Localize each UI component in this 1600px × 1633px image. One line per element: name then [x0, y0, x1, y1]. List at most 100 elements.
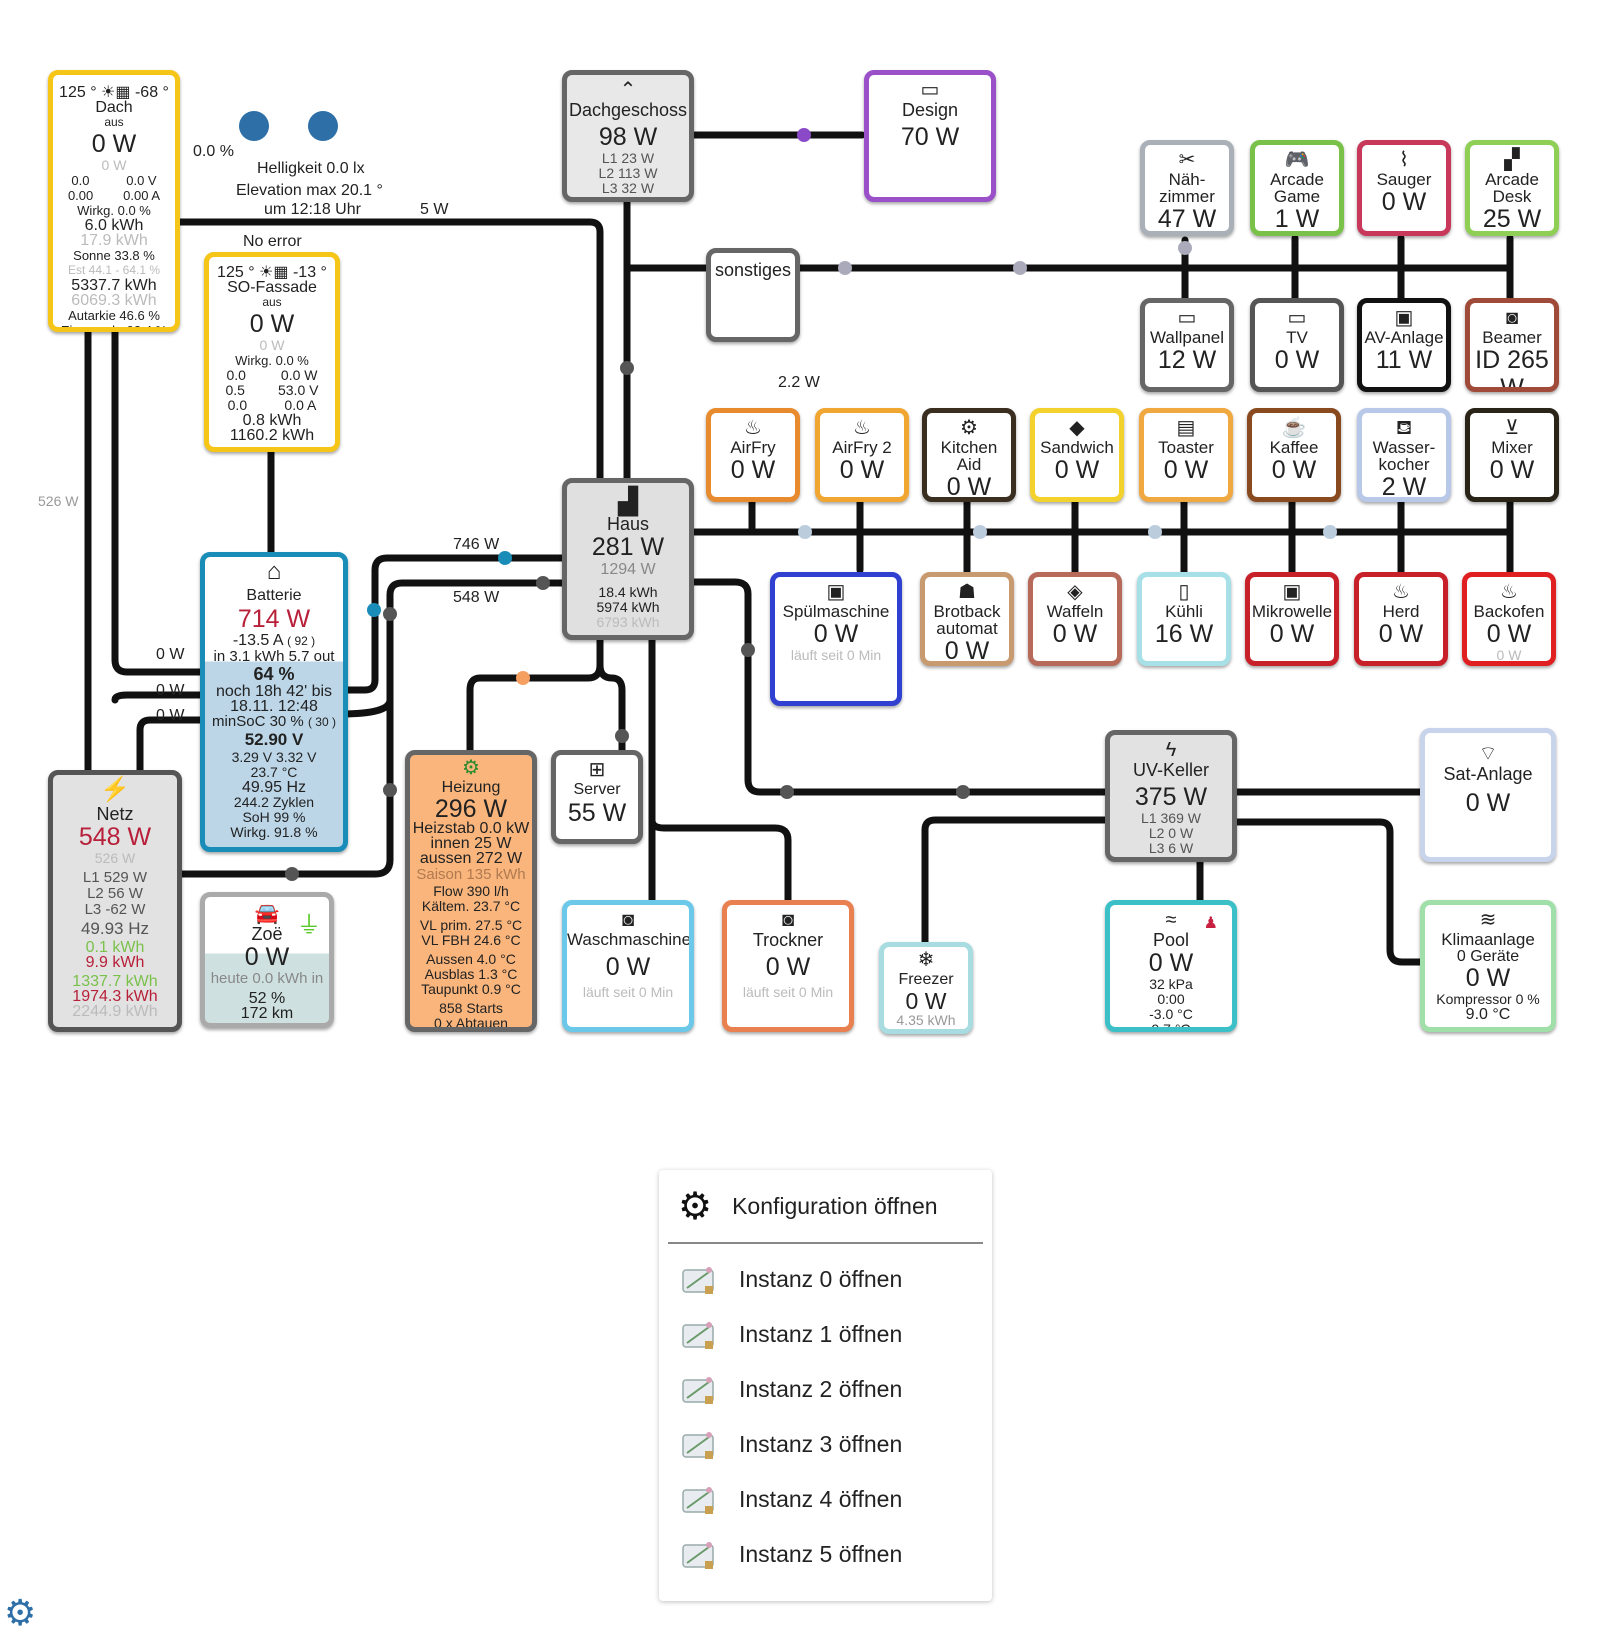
brightness-label: Helligkeit 0.0 lx	[257, 160, 365, 177]
flow-dot	[615, 729, 629, 743]
solar-so-fassade-node[interactable]: 125 ° ☀▦ -13 ° SO-Fassade aus 0 W 0 W Wi…	[204, 252, 340, 452]
open-config-button[interactable]: ⚙ Konfiguration öffnen	[668, 1170, 983, 1244]
snowflake-icon: ❄	[917, 949, 935, 971]
settings-gear-icon[interactable]: ⚙	[4, 1592, 37, 1633]
battery-icon: ⌂	[266, 558, 282, 585]
instance-label: Instanz 3 öffnen	[739, 1431, 903, 1457]
device-power: ID 265 W	[1475, 346, 1549, 392]
device-icon: ⚙	[960, 417, 978, 439]
waschmaschine-node[interactable]: ◙ Waschmaschine 0 W läuft seit 0 Min	[562, 900, 694, 1032]
device-name: Beamer	[1482, 328, 1542, 347]
open-instance-2-button[interactable]: Instanz 2 öffnen	[659, 1362, 992, 1417]
server-node[interactable]: ⊞ Server 55 W	[551, 750, 643, 844]
device-icon: ▞	[1504, 149, 1520, 171]
open-instance-3-button[interactable]: Instanz 3 öffnen	[659, 1417, 992, 1472]
zoe-car-node[interactable]: 🚘 ⏚ Zoë 0 W heute 0.0 kWh in 52 % 172 km	[200, 892, 334, 1028]
flow-dot	[956, 785, 970, 799]
pool-node[interactable]: ≈ ♟ Pool 0 W 32 kPa 0:00 -3.0 °C 9.7 °C	[1105, 900, 1237, 1032]
device-power: 0 W	[1486, 620, 1532, 648]
flow-dot	[516, 671, 530, 685]
washing-machine-icon: ◙	[621, 909, 635, 931]
dryer-icon: ◙	[781, 909, 795, 931]
flow-label-0c: 0 W	[156, 707, 185, 724]
device-name: Kaffee	[1269, 438, 1319, 457]
uv-keller-node[interactable]: ϟ UV-Keller 375 W L1 369 W L2 0 W L3 6 W	[1105, 730, 1237, 862]
device-name: Arcade Game	[1270, 170, 1324, 206]
device-power: 0 W	[1489, 456, 1535, 484]
device-name: Backofen	[1473, 602, 1545, 621]
device-power: 47 W	[1157, 205, 1217, 233]
device-icon: ◈	[1067, 581, 1083, 603]
flow-label-526: 526 W	[38, 493, 79, 509]
flow-dot	[383, 607, 397, 621]
open-instance-1-button[interactable]: Instanz 1 öffnen	[659, 1307, 992, 1362]
klimaanlage-node[interactable]: ≋ Klimaanlage 0 Geräte 0 W Kompressor 0 …	[1420, 900, 1556, 1032]
node-power: 98 W	[598, 123, 658, 151]
node-power: 0 W	[1148, 949, 1194, 977]
gear-icon: ⚙	[678, 1185, 713, 1228]
device-power: 1 W	[1274, 205, 1320, 233]
adapter-logo-icon	[682, 1376, 714, 1404]
house-icon: ▟	[618, 486, 638, 516]
device-power: 0 W	[1274, 346, 1320, 374]
open-instance-4-button[interactable]: Instanz 4 öffnen	[659, 1472, 992, 1527]
device-name: Sandwich	[1040, 438, 1114, 457]
device-power: 0 W	[730, 456, 776, 484]
device-icon: ♨	[744, 417, 762, 439]
device-power: 0 W	[1271, 456, 1317, 484]
device-power: 16 W	[1154, 620, 1214, 648]
open-instance-0-button[interactable]: Instanz 0 öffnen	[659, 1252, 992, 1307]
flow-label-0a: 0 W	[156, 646, 185, 663]
adapter-logo-icon	[682, 1266, 714, 1294]
open-instance-5-button[interactable]: Instanz 5 öffnen	[659, 1527, 992, 1582]
trockner-node[interactable]: ◙ Trockner 0 W läuft seit 0 Min	[722, 900, 854, 1032]
device-icon: ▤	[1176, 417, 1196, 439]
netz-node[interactable]: ⚡ Netz 548 W 526 W L1 529 W L2 56 W L3 -…	[48, 770, 182, 1032]
device-name: Kühli	[1165, 602, 1203, 621]
flow-label-5w: 5 W	[420, 201, 449, 218]
device-power: 0 W	[1054, 456, 1100, 484]
sonstiges-node[interactable]: sonstiges	[706, 248, 800, 342]
haus-node[interactable]: ▟ Haus 281 W 1294 W 18.4 kWh 5974 kWh 67…	[562, 478, 694, 640]
device-icon: 🎮	[1284, 149, 1310, 171]
dachgeschoss-node[interactable]: ⌃ Dachgeschoss 98 W L1 23 W L2 113 W L3 …	[562, 70, 694, 202]
device-name: Wasser- kocher	[1372, 438, 1436, 474]
node-title: Trockner	[752, 930, 824, 950]
freezer-node[interactable]: ❄ Freezer 0 W 4.35 kWh	[879, 942, 973, 1034]
design-node[interactable]: ▭ Design 70 W	[864, 70, 996, 202]
flow-dot	[1323, 525, 1337, 539]
node-title: Netz	[96, 804, 134, 824]
flow-dot	[780, 785, 794, 799]
heizung-node[interactable]: ⚙ Heizung 296 W Heizstab 0.0 kW innen 25…	[405, 750, 537, 1032]
sat-anlage-node[interactable]: ⌔ Sat-Anlage 0 W	[1420, 728, 1556, 862]
node-power: 70 W	[900, 123, 960, 151]
device-icon: ☗	[958, 581, 976, 603]
batterie-node[interactable]: ⌂ Batterie 714 W -13.5 A ( 92 ) in 3.1 k…	[200, 552, 348, 852]
node-title: Heizung	[441, 779, 501, 796]
flow-dot	[498, 551, 512, 565]
